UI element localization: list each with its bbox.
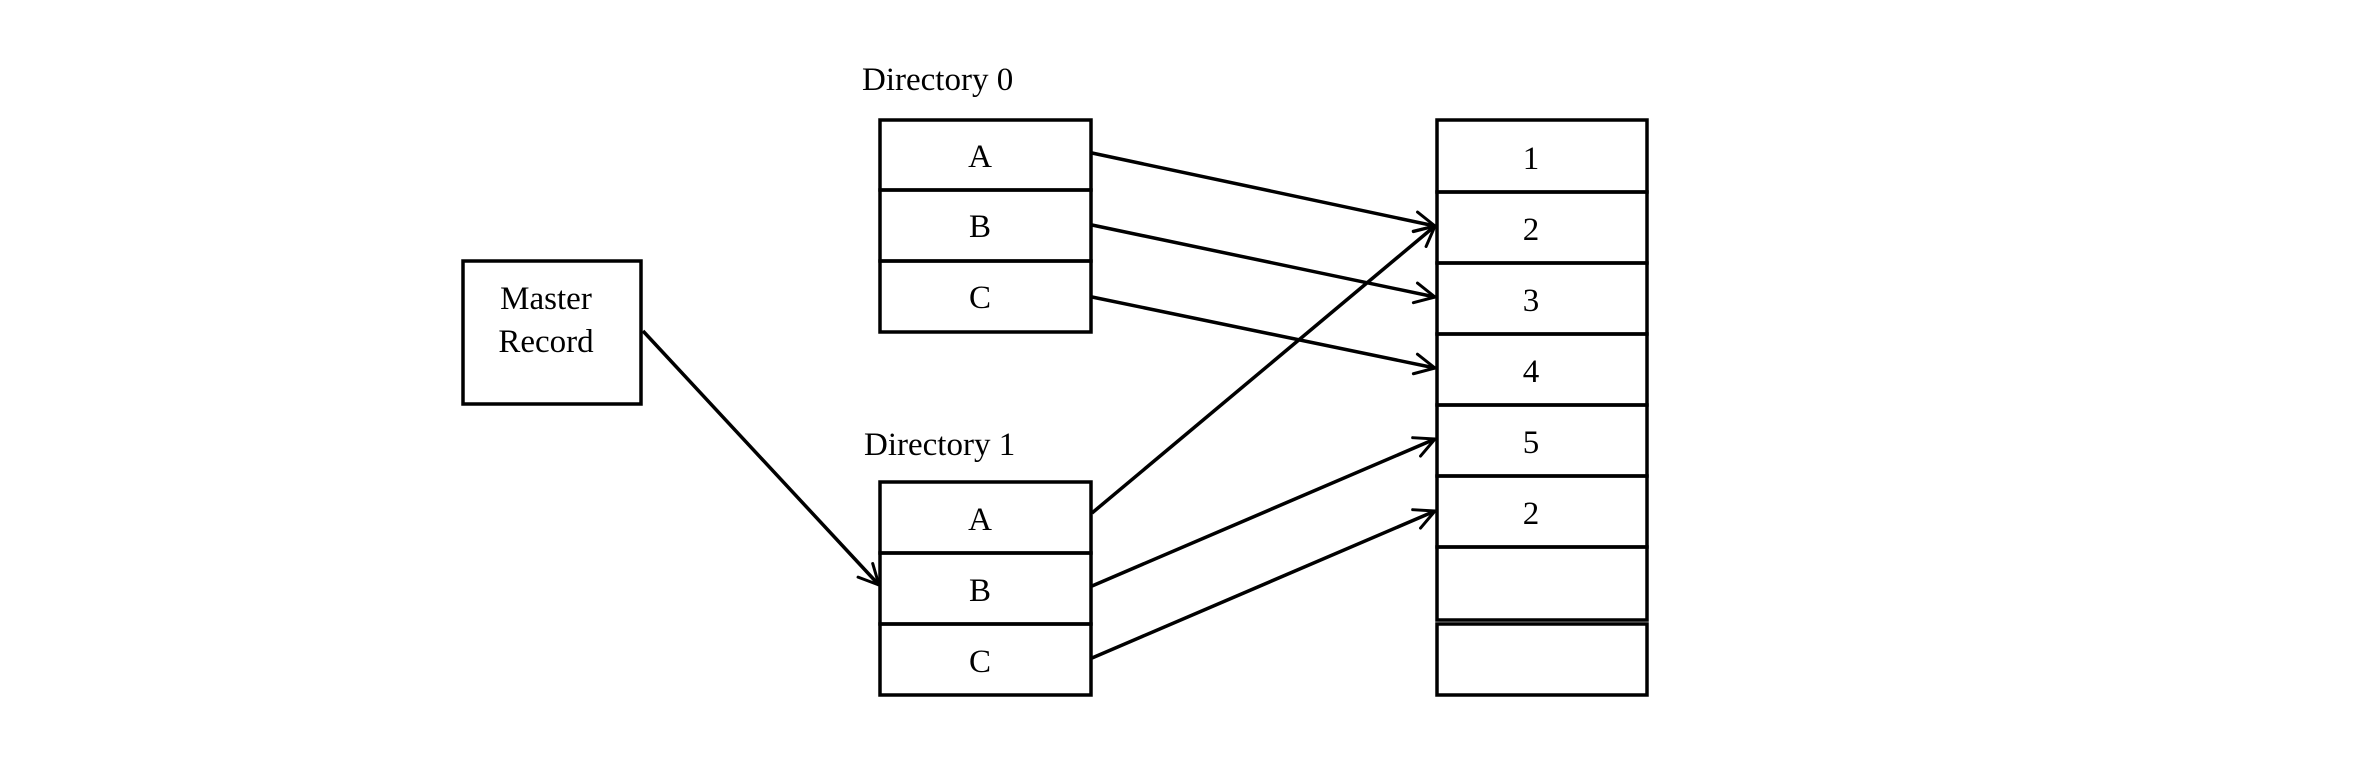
block-1	[1435, 118, 1649, 194]
arrow-directory-0-b-to-block-3	[1091, 223, 1437, 305]
directory-1-entry-c-label: C	[969, 644, 991, 680]
master-record-box	[461, 259, 643, 406]
directory-0-entry-a-label: A	[968, 139, 992, 175]
directory-1-entry-a-label: A	[968, 502, 992, 538]
block-4-label: 4	[1523, 354, 1540, 390]
master-record-label-line-2: Record	[498, 324, 594, 360]
arrow-directory-1-b-to-block-5	[1091, 436, 1437, 588]
block-8	[1435, 622, 1649, 697]
master-record: Master Record	[461, 259, 643, 406]
block-3-label: 3	[1523, 283, 1540, 319]
block-5	[1435, 403, 1649, 478]
block-2	[1435, 190, 1649, 265]
arrow-directory-0-a-to-block-2	[1091, 151, 1437, 234]
block-6	[1435, 474, 1649, 549]
block-1-label: 1	[1523, 141, 1540, 177]
block-3	[1435, 261, 1649, 336]
block-5-label: 5	[1523, 425, 1540, 461]
arrow-master-record-to-directory-1-entry-b	[641, 329, 881, 587]
directory-1-entry-b-label: B	[969, 573, 991, 609]
block-2-label: 2	[1523, 212, 1540, 248]
master-record-label-line-1: Master	[500, 281, 592, 317]
block-6-label: 2	[1523, 496, 1540, 532]
directory-1-label: Directory 1	[864, 427, 1015, 463]
directory-0-entry-c	[878, 259, 1093, 334]
arrow-directory-1-c-to-block-6	[1091, 508, 1437, 660]
arrow-directory-1-a-to-block-2	[1090, 224, 1437, 515]
pointer-arrows	[641, 151, 1437, 660]
block-4	[1435, 332, 1649, 407]
arrow-directory-0-c-to-block-4	[1091, 295, 1437, 376]
directory-0-entry-c-label: C	[969, 280, 991, 316]
directory-1: Directory 1 A B C	[864, 427, 1093, 697]
data-blocks: 1 2 3 4 5 2	[1435, 118, 1649, 697]
block-7	[1435, 545, 1649, 622]
directory-0-label: Directory 0	[862, 62, 1013, 98]
directory-1-entry-c	[878, 622, 1093, 697]
directory-0-entry-b-label: B	[969, 209, 991, 245]
directory-0: Directory 0 A B C	[862, 62, 1093, 334]
